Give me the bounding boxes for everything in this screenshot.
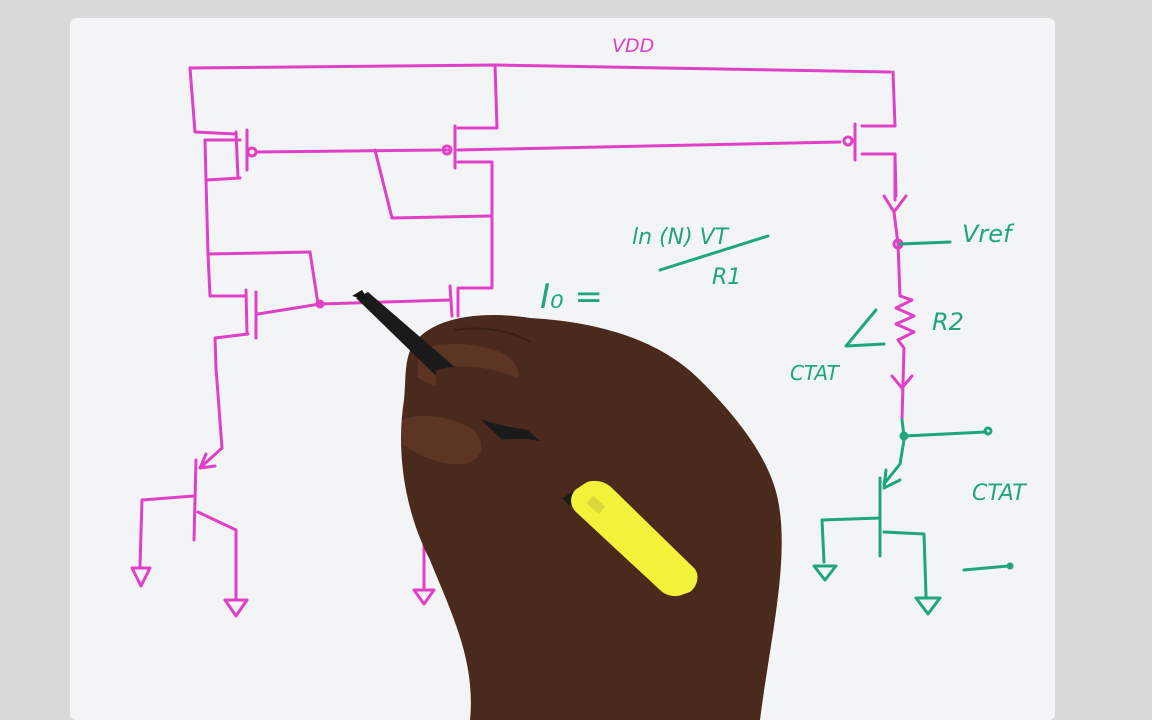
bjt-right — [820, 476, 928, 598]
ground-icon-5 — [914, 596, 942, 616]
vref-label: Vref — [962, 220, 1015, 248]
vdd-label: VDD — [612, 35, 654, 57]
current-mirror-circuit — [130, 63, 908, 618]
nmos-transistor-1 — [213, 288, 258, 370]
pmos-transistor-2 — [442, 124, 497, 170]
ctat-label-right: CTAT — [972, 481, 1027, 506]
pen-cap — [571, 480, 698, 597]
hand-with-pen — [352, 290, 782, 720]
bjt-arrow-left — [198, 452, 217, 470]
r2-label: R2 — [932, 308, 964, 336]
ctat-label-left: CTAT — [790, 361, 841, 385]
bjt-left — [138, 458, 238, 600]
bjt-arrow-right — [882, 468, 902, 490]
equation-numerator: ln (N) VT — [632, 225, 730, 250]
vref-branch — [898, 240, 952, 246]
ground-icon-3 — [412, 588, 436, 606]
current-arrow-r2 — [890, 374, 914, 390]
ctat-branch — [812, 308, 1014, 616]
equation-denominator: R1 — [712, 265, 741, 290]
resistor-r2 — [890, 294, 916, 422]
ground-icon-2 — [223, 598, 249, 618]
equation-lhs: I₀ = — [540, 277, 603, 317]
nmos-transistor-2 — [448, 284, 460, 318]
ground-icon-4 — [812, 564, 838, 582]
pen-tip — [352, 290, 368, 300]
ground-icon-1 — [130, 566, 152, 588]
fraction-bar — [658, 234, 770, 272]
